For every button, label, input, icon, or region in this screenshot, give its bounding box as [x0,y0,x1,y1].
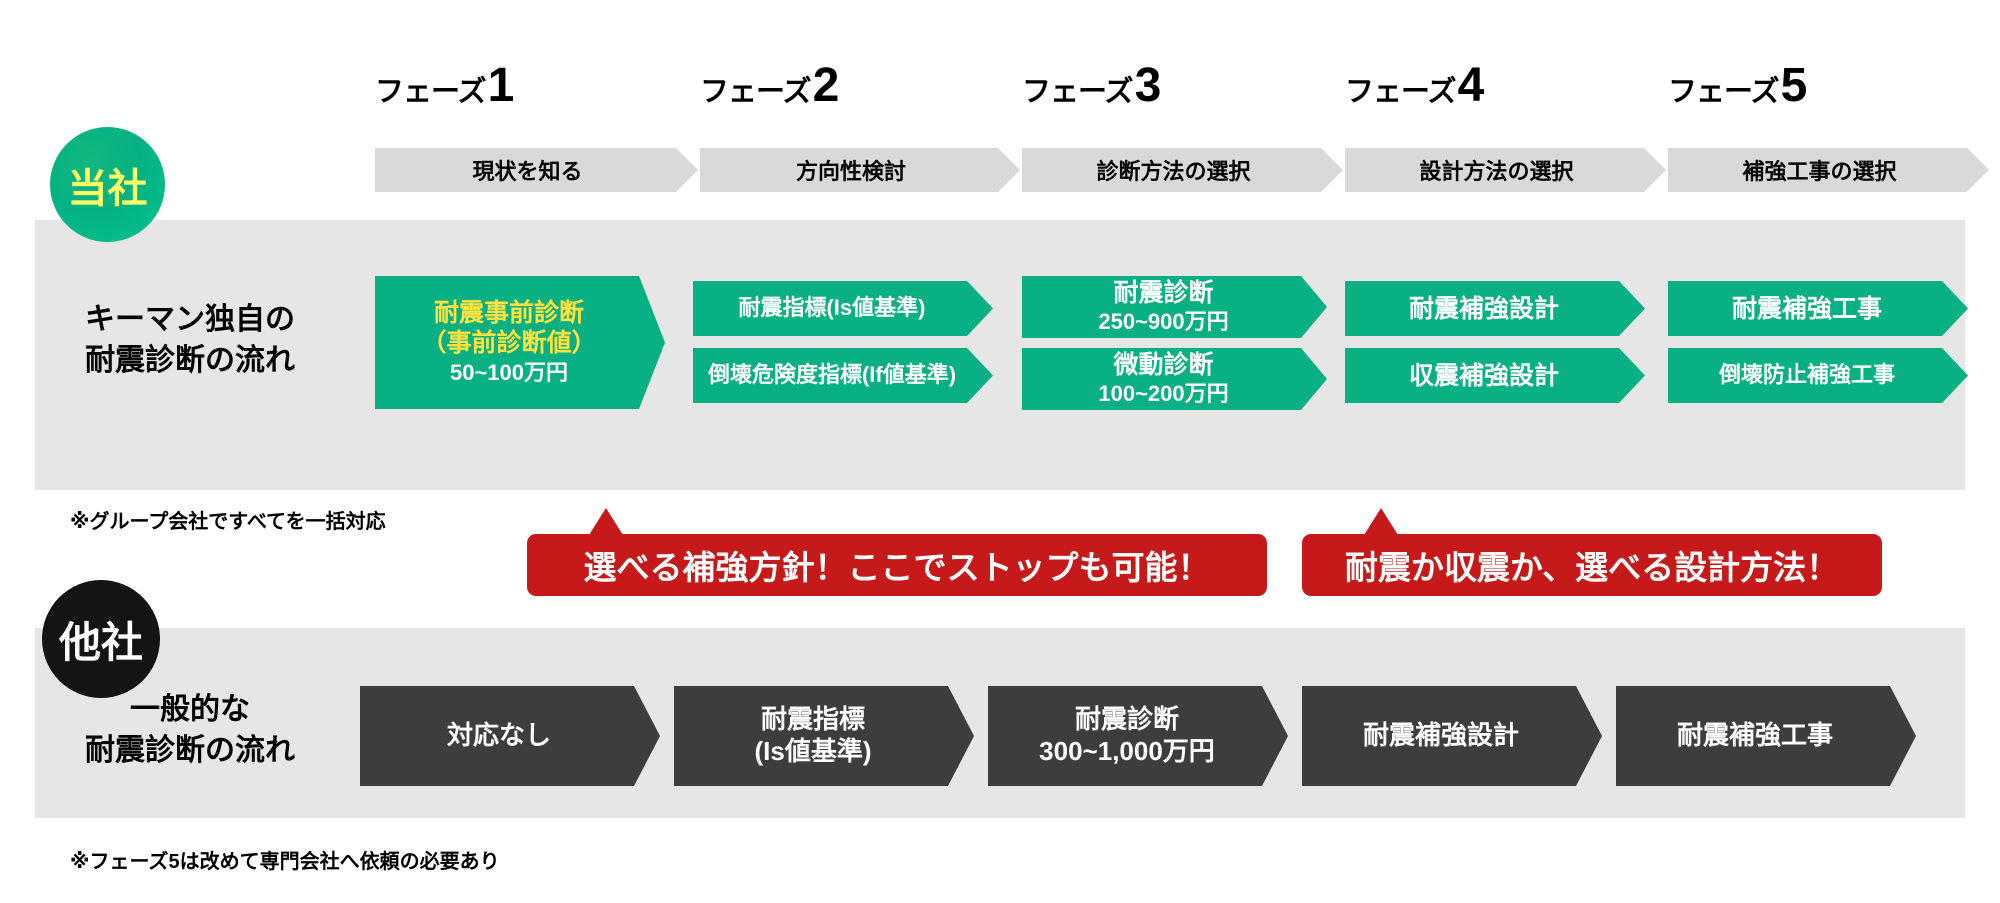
phase-digit-5: 5 [1780,59,1808,112]
own-company-badge: 当社 [50,127,165,242]
phase-number-5: フェーズ 5 [1668,50,1998,110]
own-step-phase1-line2: （事前診断値） [421,328,597,357]
callout-pointer-icon-2 [1364,508,1398,535]
own-step-phase3-bottom-line3: 100~200万円 [1098,380,1229,406]
own-step-phase5-bottom: 倒壊防止補強工事 [1668,348,1968,403]
phase-bar-3: 診断方法の選択 [1022,148,1343,192]
own-step-phase2-bottom: 倒壊危険度指標(If値基準) [693,348,993,403]
phase-number-1: フェーズ 1 [375,50,705,110]
other-step-phase2-line3: (Is値基準) [754,735,872,766]
other-step-phase2: 耐震指標 (Is値基準) [674,686,974,786]
own-step-phase2-top: 耐震指標(Is値基準) [693,281,993,336]
phase-number-4: フェーズ 4 [1345,50,1675,110]
own-step-phase5-top: 耐震補強工事 [1668,281,1968,336]
phase-word-4: フェーズ [1345,76,1457,108]
other-step-phase2-line1: 耐震指標 [760,703,865,734]
phase-word-3: フェーズ [1022,76,1134,108]
own-step-phase5-top-line1: 耐震補強工事 [1731,294,1882,323]
own-step-phase4-bottom-line1: 収震補強設計 [1408,361,1559,390]
own-company-band [35,220,1965,490]
other-company-note: ※フェーズ5は改めて専門会社へ依頼の必要あり [70,851,500,873]
own-step-phase4-top: 耐震補強設計 [1345,281,1645,336]
other-step-phase3: 耐震診断 300~1,000万円 [988,686,1288,786]
own-step-phase1: 耐震事前診断 （事前診断値） 50~100万円 [375,276,665,409]
other-step-phase3-line3: 300~1,000万円 [1039,735,1215,766]
other-step-phase4: 耐震補強設計 [1302,686,1602,786]
own-step-phase3-top-line3: 250~900万円 [1098,308,1229,334]
other-company-row-label: 一般的な 耐震診断の流れ [85,693,295,767]
own-step-phase3-top: 耐震診断 250~900万円 [1022,276,1327,338]
own-step-phase2-bottom-line1: 倒壊危険度指標(If値基準) [707,362,957,388]
callout-choose-reinforcement: 選べる補強方針！ここでストップも可能！ [527,508,1267,596]
other-company-badge: 他社 [42,580,160,698]
phase-number-row: フェーズ 1 フェーズ 2 フェーズ 3 フェーズ 4 フェーズ 5 [0,50,2000,110]
own-step-phase2-top-line1: 耐震指標(Is値基準) [738,295,926,321]
own-step-phase1-line1: 耐震事前診断 [433,298,584,327]
callout-choose-design: 耐震か収震か、選べる設計方法！ [1302,508,1882,596]
other-step-phase5-line1: 耐震補強工事 [1676,720,1833,751]
own-company-row-label: キーマン独自の 耐震診断の流れ [85,303,295,377]
own-company-note: ※グループ会社ですべてを一括対応 [70,511,386,533]
phase-digit-1: 1 [487,59,515,112]
own-step-phase3-top-line1: 耐震診断 [1113,278,1214,307]
phase-bar-5: 補強工事の選択 [1668,148,1989,192]
other-step-phase1: 対応なし [360,686,660,786]
phase-word-5: フェーズ [1668,76,1780,108]
phase-bar-4: 設計方法の選択 [1345,148,1666,192]
phase-digit-4: 4 [1457,59,1485,112]
own-step-phase3-bottom-line1: 微動診断 [1113,350,1214,379]
other-step-phase1-line1: 対応なし [446,720,551,751]
phase-bar-row: 現状を知る 方向性検討 診断方法の選択 設計方法の選択 補強工事の選択 [0,148,2000,192]
own-step-phase4-bottom: 収震補強設計 [1345,348,1645,403]
other-step-phase4-line1: 耐震補強設計 [1362,720,1519,751]
callout-pointer-icon [589,508,623,535]
phase-digit-3: 3 [1134,59,1162,112]
own-step-phase3-bottom: 微動診断 100~200万円 [1022,348,1327,410]
own-step-phase1-line3: 50~100万円 [449,359,569,385]
other-step-phase5: 耐震補強工事 [1616,686,1916,786]
other-step-phase3-line1: 耐震診断 [1074,703,1179,734]
own-step-phase5-bottom-line1: 倒壊防止補強工事 [1718,362,1895,388]
phase-digit-2: 2 [812,59,840,112]
phase-bar-2: 方向性検討 [700,148,1020,192]
phase-word-2: フェーズ [700,76,812,108]
own-step-phase4-top-line1: 耐震補強設計 [1408,294,1559,323]
phase-bar-1: 現状を知る [375,148,698,192]
phase-number-3: フェーズ 3 [1022,50,1352,110]
phase-number-2: フェーズ 2 [700,50,1030,110]
callout-choose-reinforcement-text: 選べる補強方針！ここでストップも可能！ [583,549,1211,586]
callout-choose-design-text: 耐震か収震か、選べる設計方法！ [1344,549,1840,586]
phase-word-1: フェーズ [375,76,487,108]
